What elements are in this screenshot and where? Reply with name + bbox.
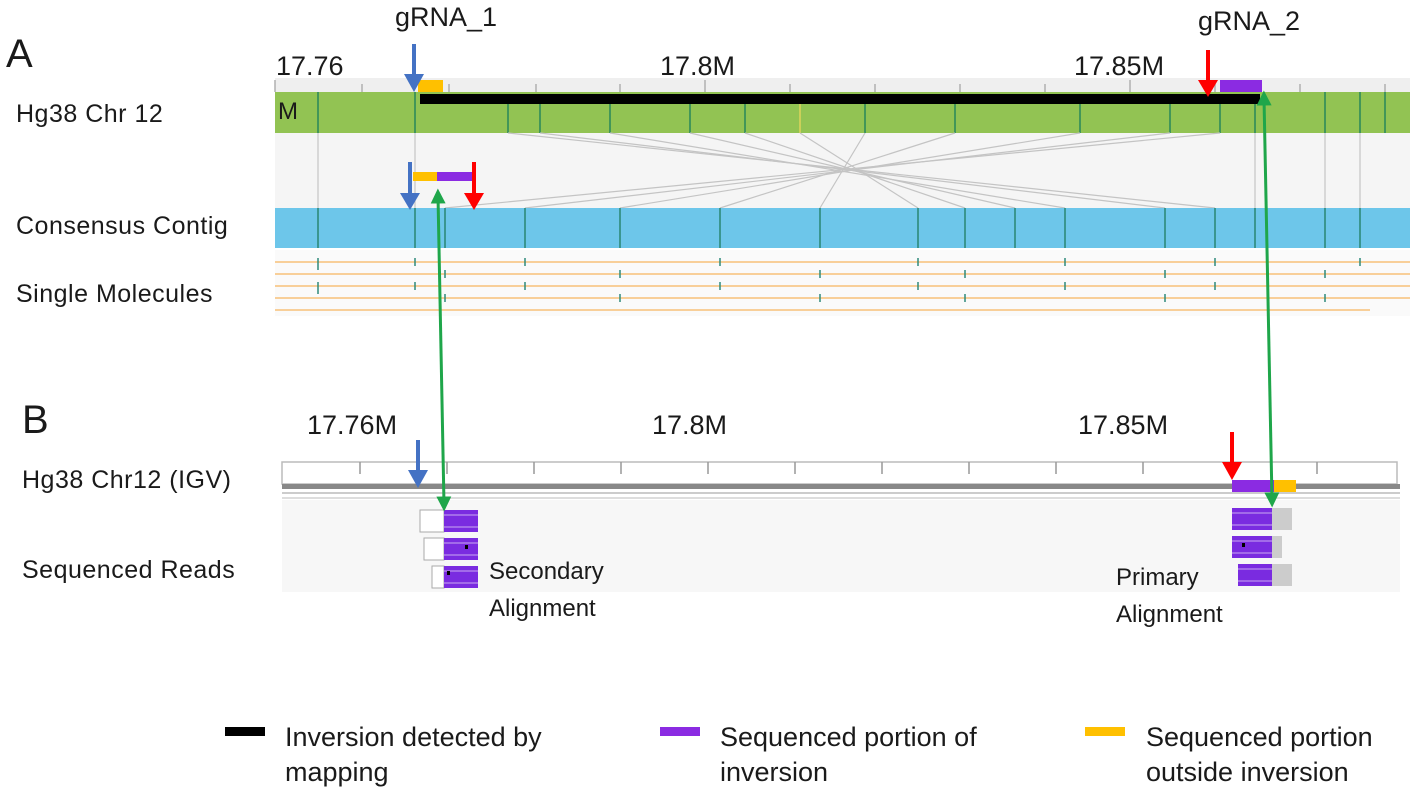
- igv-outside-segment: [1274, 480, 1296, 492]
- contig-red-arrow: [464, 162, 484, 210]
- right-link-arrow: [1256, 90, 1280, 508]
- panel-b-tick-2: 17.8M: [652, 410, 728, 440]
- track-label-molecules: Single Molecules: [16, 280, 213, 308]
- panel-a-tick-3: 17.85M: [1074, 51, 1165, 81]
- secondary-label-2: Alignment: [489, 595, 596, 622]
- panel-a-tick-2: 17.8M: [660, 51, 736, 81]
- legend-label-sequenced-outside: Sequenced portion outside inversion: [1146, 722, 1373, 788]
- molecules-band: [275, 250, 1410, 316]
- legend-label-inversion: Inversion detected by mapping: [285, 722, 542, 788]
- grna2-inversion-segment: [1220, 80, 1262, 92]
- panel-b-tick-1: 17.76M: [307, 410, 398, 440]
- secondary-label-1: Secondary: [489, 558, 604, 585]
- panel-a-ruler-band: [275, 78, 1410, 92]
- legend-label-sequenced-inversion: Sequenced portion of inversion: [720, 722, 977, 788]
- grna2-label: gRNA_2: [1198, 6, 1301, 36]
- primary-alignment-reads: [1232, 508, 1292, 586]
- inversion-detected-bar: [420, 94, 1260, 104]
- igv-inversion-segment: [1232, 480, 1274, 492]
- contig-blue-arrow: [400, 162, 420, 210]
- alignment-lines: [317, 132, 1361, 209]
- legend-swatch-sequenced-inversion: [660, 727, 700, 736]
- panel-a-label: A: [6, 32, 33, 76]
- panel-b-tick-3: 17.85M: [1078, 410, 1169, 440]
- left-link-arrow: [430, 188, 452, 512]
- consensus-contig-track: [275, 208, 1410, 248]
- legend-swatch-inversion: [225, 727, 265, 736]
- grna2-arrow-b: [1222, 432, 1242, 480]
- track-label-ref: Hg38 Chr 12: [16, 100, 164, 128]
- grna2-arrow-a: [1198, 50, 1218, 97]
- grna1-label: gRNA_1: [395, 2, 498, 32]
- track-label-reads: Sequenced Reads: [22, 556, 236, 584]
- grna1-outside-segment: [418, 80, 443, 92]
- contig-inversion-segment: [437, 172, 473, 181]
- panel-b-label: B: [22, 398, 49, 442]
- track-label-igv: Hg38 Chr12 (IGV): [22, 466, 232, 494]
- panel-a-ruler-ticks: [274, 80, 1386, 92]
- primary-label-1: Primary: [1116, 564, 1199, 591]
- primary-label-2: Alignment: [1116, 601, 1223, 628]
- legend-swatch-sequenced-outside: [1085, 727, 1125, 736]
- secondary-alignment-reads: [419, 509, 478, 589]
- contig-outside-segment: [413, 172, 437, 181]
- single-molecule-lines: [275, 261, 1410, 311]
- grna1-arrow-a: [404, 44, 424, 92]
- map-letter: M: [278, 98, 298, 125]
- panel-a-tick-1: 17.76: [276, 51, 344, 81]
- igv-chromosome-line: [282, 484, 1400, 489]
- track-label-contig: Consensus Contig: [16, 212, 229, 240]
- grna1-arrow-b: [408, 440, 428, 488]
